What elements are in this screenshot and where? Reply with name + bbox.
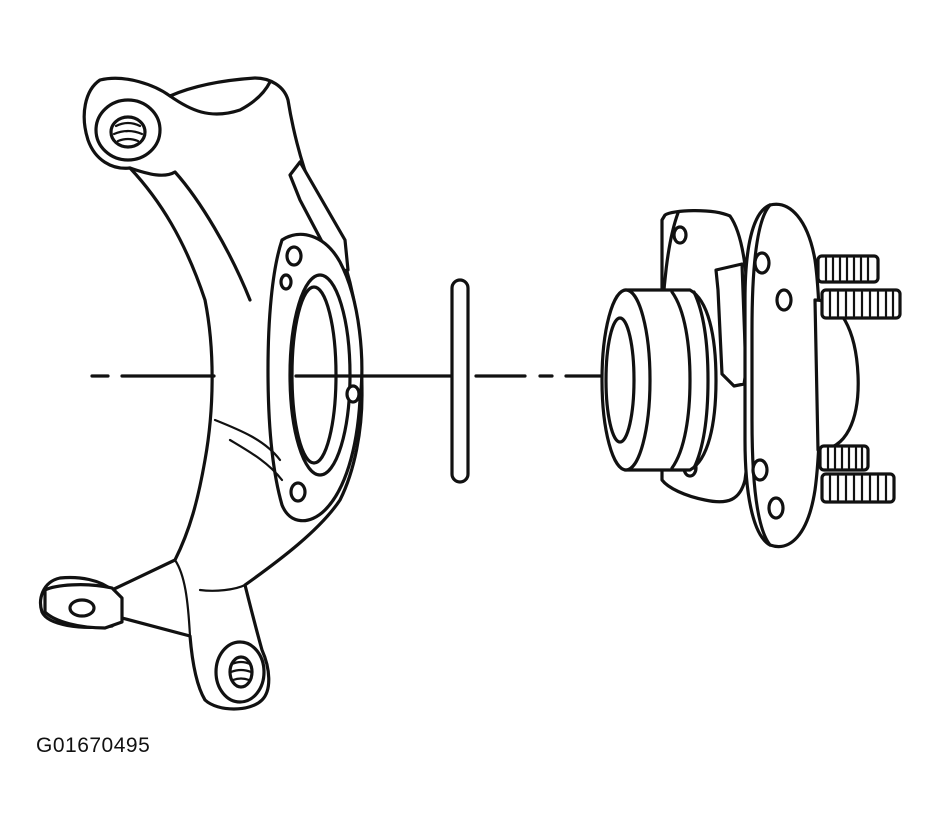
upper-arm-edge — [168, 80, 272, 116]
knuckle-contour-2 — [228, 438, 284, 482]
wheel-flange-hole-4 — [767, 496, 785, 520]
wheel-stud-lower-back — [818, 444, 870, 472]
bearing-housing-step — [670, 290, 692, 470]
figure-id-label: G01670495 — [36, 734, 151, 757]
lower-tab-hole — [68, 598, 96, 618]
wheel-flange-hole-3 — [751, 458, 769, 482]
bearing-housing-step-2 — [692, 290, 710, 470]
knuckle-contour-1 — [213, 418, 282, 462]
lower-boss-thread — [229, 660, 253, 682]
knuckle-contour-4 — [198, 583, 247, 592]
wheel-flange-hole-2 — [775, 288, 793, 312]
bearing-pilot-face — [600, 288, 652, 472]
o-ring-profile — [450, 278, 470, 484]
steering-knuckle — [38, 76, 364, 711]
flange-bolt-hole-right — [345, 384, 361, 404]
wheel-flange-rim — [750, 203, 772, 547]
upper-arm-inner — [128, 166, 252, 302]
knuckle-contour-3 — [173, 558, 192, 638]
upper-boss-thread — [112, 121, 144, 143]
flange-bolt-hole-left — [279, 273, 293, 291]
o-ring-seal — [450, 278, 470, 484]
hub-pilot — [813, 298, 860, 452]
flange-bolt-hole-bottom — [289, 481, 307, 503]
wheel-studs — [816, 254, 902, 504]
wheel-stud-upper-back — [816, 254, 880, 284]
wheel-stud-upper-front — [820, 288, 902, 320]
hub-bearing-assembly — [600, 202, 902, 548]
mount-flange-hole-top — [672, 225, 688, 245]
bearing-pilot-bore — [604, 316, 636, 444]
knuckle-rib — [288, 160, 350, 274]
knuckle-body — [38, 76, 364, 711]
wheel-stud-lower-front — [820, 472, 896, 504]
abs-sensor-bracket — [714, 262, 748, 388]
flange-bolt-hole-top — [285, 245, 303, 267]
wheel-flange-hole-1 — [753, 251, 771, 275]
